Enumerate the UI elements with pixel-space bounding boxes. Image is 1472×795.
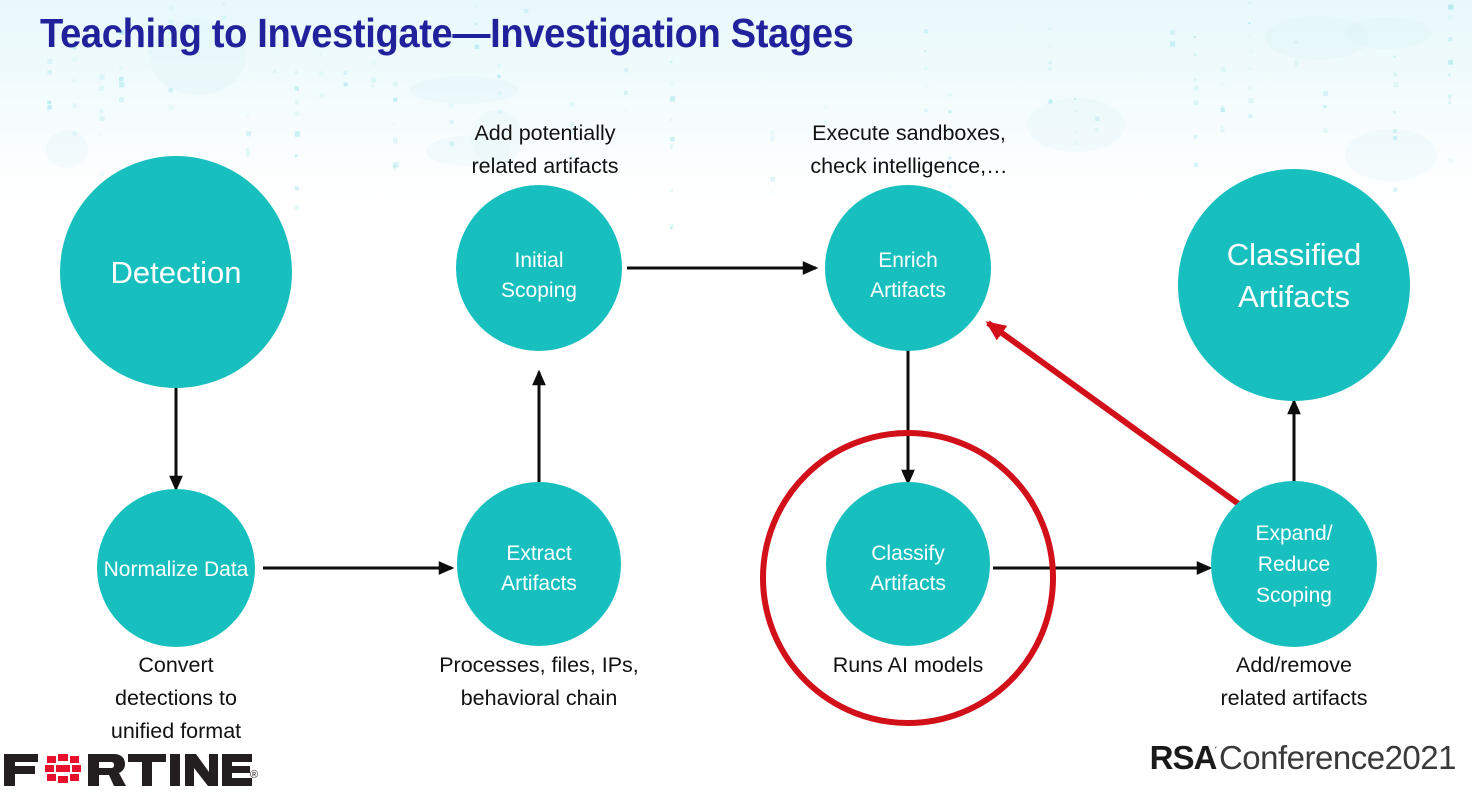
node-classify-artifacts-label-line2: Artifacts (870, 572, 946, 595)
rsa-conference-logo: RSA ´ Conference2021 (1149, 739, 1457, 777)
node-classified-artifacts-circle (1178, 169, 1410, 401)
caption-expand-reduce-bottom: Add/remove related artifacts (1221, 653, 1368, 710)
node-initial-scoping[interactable]: Initial Scoping (456, 185, 622, 351)
node-classified-artifacts[interactable]: Classified Artifacts (1178, 169, 1410, 401)
fortinet-wordmark-icon (4, 754, 252, 786)
node-classify-artifacts-label-line1: Classify (871, 542, 945, 565)
node-expand-reduce-scoping-label-line2: Reduce (1258, 553, 1330, 576)
node-initial-scoping-circle (456, 185, 622, 351)
node-extract-artifacts-circle (457, 482, 621, 646)
node-expand-reduce-scoping-circle (1211, 481, 1377, 647)
node-classify-artifacts[interactable]: Classify Artifacts (826, 482, 990, 646)
node-normalize-data[interactable]: Normalize Data (97, 489, 255, 647)
rsa-mark-text: RSA (1149, 739, 1218, 776)
caption-expand-reduce-line1: Add/remove (1236, 653, 1352, 677)
rsa-registered-mark: ´ (1214, 746, 1218, 758)
node-detection[interactable]: Detection (60, 156, 292, 388)
fortinet-logo: ® (2, 751, 259, 786)
node-initial-scoping-label-line1: Initial (514, 249, 563, 272)
caption-expand-reduce-line2: related artifacts (1221, 686, 1368, 710)
node-enrich-artifacts-circle (825, 185, 991, 351)
caption-normalize-data-line1: Convert (138, 653, 213, 677)
page-title: Teaching to Investigate—Investigation St… (40, 10, 854, 56)
rsa-conference-year-text: Conference2021 (1218, 739, 1457, 776)
caption-enrich-artifacts-line1: Execute sandboxes, (812, 121, 1006, 145)
node-classified-artifacts-label-line1: Classified (1227, 237, 1361, 272)
node-enrich-artifacts-label-line2: Artifacts (870, 279, 946, 302)
node-expand-reduce-scoping-label-line3: Scoping (1256, 584, 1332, 607)
node-detection-label: Detection (111, 255, 242, 290)
caption-initial-scoping-line1: Add potentially (474, 121, 615, 145)
node-expand-reduce-scoping-label-line1: Expand/ (1255, 522, 1332, 545)
caption-enrich-artifacts-line2: check intelligence,… (810, 154, 1007, 178)
caption-normalize-data-line2: detections to (115, 686, 237, 710)
node-extract-artifacts-label-line2: Artifacts (501, 572, 577, 595)
node-normalize-data-label: Normalize Data (104, 558, 249, 581)
node-classified-artifacts-label-line2: Artifacts (1238, 279, 1350, 314)
caption-extract-artifacts-line2: behavioral chain (461, 686, 618, 710)
fortinet-o-glyph-icon (45, 754, 81, 783)
fortinet-registered-mark: ® (250, 769, 259, 781)
node-enrich-artifacts[interactable]: Enrich Artifacts (825, 185, 991, 351)
node-expand-reduce-scoping[interactable]: Expand/ Reduce Scoping (1211, 481, 1377, 647)
node-detection-circle (60, 156, 292, 388)
node-normalize-data-circle (97, 489, 255, 647)
caption-classify-artifacts-bottom: Runs AI models (833, 653, 984, 677)
caption-classify-artifacts-line1: Runs AI models (833, 653, 984, 677)
edge-expand-reduce-to-enrich-feedback (985, 320, 1242, 508)
node-extract-artifacts-label-line1: Extract (506, 542, 572, 565)
caption-normalize-data-line3: unified format (111, 719, 241, 743)
node-initial-scoping-label-line2: Scoping (501, 279, 577, 302)
caption-enrich-artifacts-top: Execute sandboxes, check intelligence,… (810, 121, 1007, 178)
node-enrich-artifacts-label-line1: Enrich (878, 249, 938, 272)
caption-normalize-data-bottom: Convert detections to unified format (111, 653, 241, 743)
caption-extract-artifacts-line1: Processes, files, IPs, (439, 653, 639, 677)
node-extract-artifacts[interactable]: Extract Artifacts (457, 482, 621, 646)
ai-highlight-ring (760, 430, 1056, 726)
node-classify-artifacts-circle (826, 482, 990, 646)
caption-initial-scoping-top: Add potentially related artifacts (472, 121, 619, 178)
caption-extract-artifacts-bottom: Processes, files, IPs, behavioral chain (439, 653, 639, 710)
caption-initial-scoping-line2: related artifacts (472, 154, 619, 178)
